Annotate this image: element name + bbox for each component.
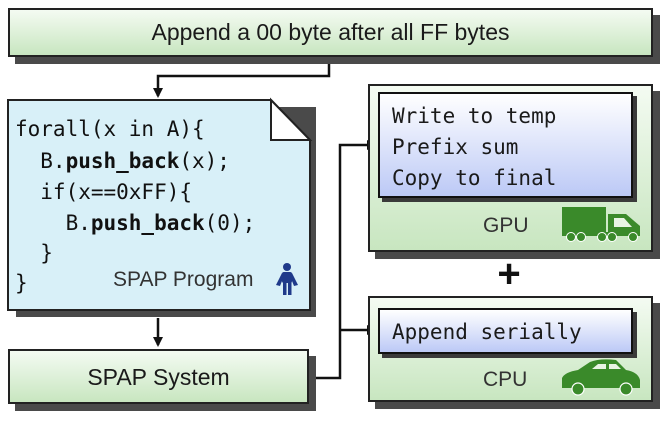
header-title: Append a 00 byte after all FF bytes	[151, 19, 510, 45]
gpu-step-3: Copy to final	[392, 166, 557, 190]
gpu-steps-panel: Write to temp Prefix sum Copy to final	[378, 92, 633, 198]
code-line-6: }	[15, 271, 28, 295]
code-line-3: if(x==0xFF){	[15, 180, 193, 204]
gpu-step-2: Prefix sum	[392, 135, 519, 159]
cpu-step-1: Append serially	[392, 320, 582, 344]
code-line-1: forall(x in A){	[15, 117, 205, 141]
gpu-step-1: Write to temp	[392, 104, 557, 128]
cpu-steps-panel: Append serially	[378, 308, 633, 354]
system-to-gpu-arrow	[316, 140, 377, 380]
cpu-box: Append serially CPU	[368, 296, 653, 402]
system-box: SPAP System	[8, 349, 309, 404]
code-line-5: }	[15, 241, 53, 265]
header-box: Append a 00 byte after all FF bytes	[8, 8, 653, 57]
system-label: SPAP System	[87, 364, 230, 390]
code-line-2: B.push_back(x);	[15, 149, 230, 173]
code-line-4: B.push_back(0);	[15, 211, 256, 235]
header-to-program-arrow	[153, 62, 331, 98]
program-label: SPAP Program	[113, 268, 254, 291]
combine-plus: +	[497, 252, 521, 296]
cpu-label: CPU	[483, 368, 528, 391]
gpu-label: GPU	[483, 214, 529, 237]
